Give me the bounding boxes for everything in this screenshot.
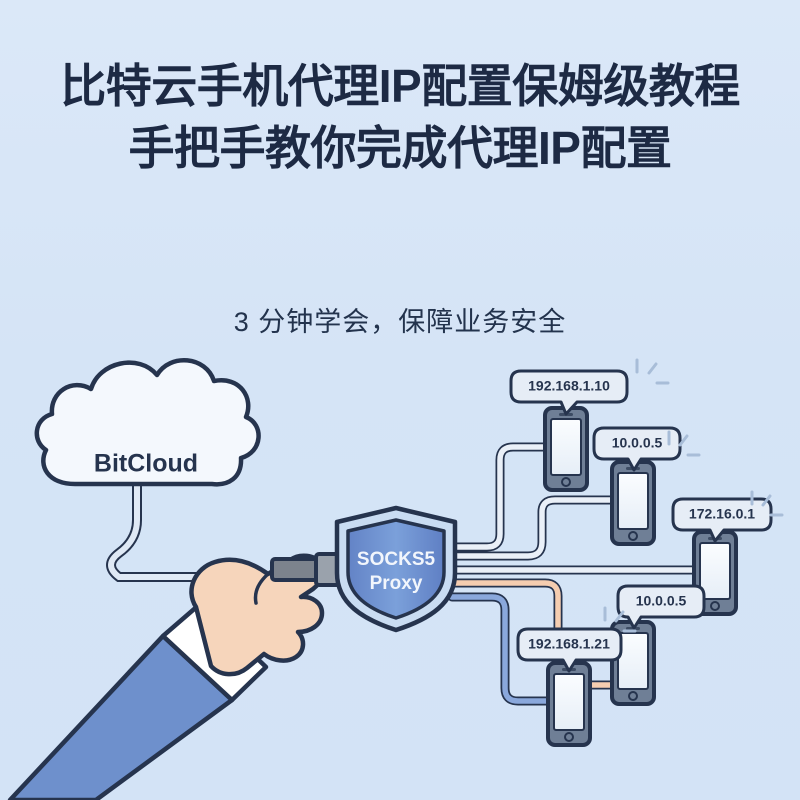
shield-label-line-2: Proxy [370, 573, 423, 594]
bubble-shape [516, 627, 623, 673]
cable-to-phone-2 [447, 495, 618, 561]
phone-screen [553, 673, 585, 731]
ip-label: 10.0.0.5 [636, 593, 687, 609]
headline-block: 比特云手机代理IP配置保姆级教程 手把手教你完成代理IP配置 [0, 55, 800, 179]
sparkle-icon [750, 490, 784, 517]
sparkle-icon [635, 358, 670, 385]
ip-bubble-4: 10.0.0.5 [616, 584, 706, 630]
phone-screen [550, 418, 582, 476]
hand-group [7, 553, 326, 800]
cloud-shape [34, 358, 261, 487]
bubble-shape [509, 369, 629, 416]
ip-label: 192.168.1.10 [528, 378, 610, 394]
page-title-line-1: 比特云手机代理IP配置保姆级教程 [60, 60, 740, 112]
phone-home-button [628, 531, 638, 541]
plug-body [270, 557, 322, 582]
ip-label: 192.168.1.21 [528, 636, 610, 652]
phone-5[interactable] [546, 661, 592, 747]
phone-screen [617, 632, 649, 690]
socks5-proxy-shield[interactable]: SOCKS5 Proxy [334, 505, 458, 633]
cloud-label: BitCloud [94, 450, 198, 478]
phone-home-button [710, 601, 720, 611]
hand [189, 553, 326, 677]
bubble-shape [616, 584, 706, 630]
phone-home-button [628, 691, 638, 701]
thumb-crease [253, 572, 270, 605]
cable-cloud-to-plug [106, 482, 282, 582]
phone-home-button [564, 732, 574, 742]
shield-inner [346, 518, 446, 620]
ip-bubble-2: 10.0.0.5 [592, 426, 682, 472]
ip-bubble-3: 172.16.0.1 [671, 497, 773, 543]
phone-1[interactable] [543, 406, 589, 492]
ip-label: 10.0.0.5 [612, 435, 663, 451]
sparkle-group [603, 358, 784, 633]
cable-to-phone-1 [447, 442, 551, 552]
ip-bubble-1: 192.168.1.10 [509, 369, 629, 416]
shield-label-line-1: SOCKS5 [357, 549, 436, 570]
phone-screen [699, 542, 731, 600]
sparkle-icon [603, 606, 637, 633]
phone-screen [617, 472, 649, 530]
page-title-line-2: 手把手教你完成代理IP配置 [128, 122, 672, 174]
bubble-shape [592, 426, 682, 472]
page-subtitle: 3 分钟学会，保障业务安全 [233, 307, 567, 337]
phone-2[interactable] [610, 460, 656, 546]
bitcloud-node[interactable]: BitCloud [34, 358, 261, 487]
phone-4[interactable] [610, 620, 656, 706]
phone-home-button [561, 477, 571, 487]
ip-bubble-5: 192.168.1.21 [516, 627, 623, 673]
bubble-shape [671, 497, 773, 543]
sparkle-icon [667, 430, 701, 457]
cable-to-phone-5 [447, 592, 554, 706]
ip-label: 172.16.0.1 [689, 506, 755, 522]
